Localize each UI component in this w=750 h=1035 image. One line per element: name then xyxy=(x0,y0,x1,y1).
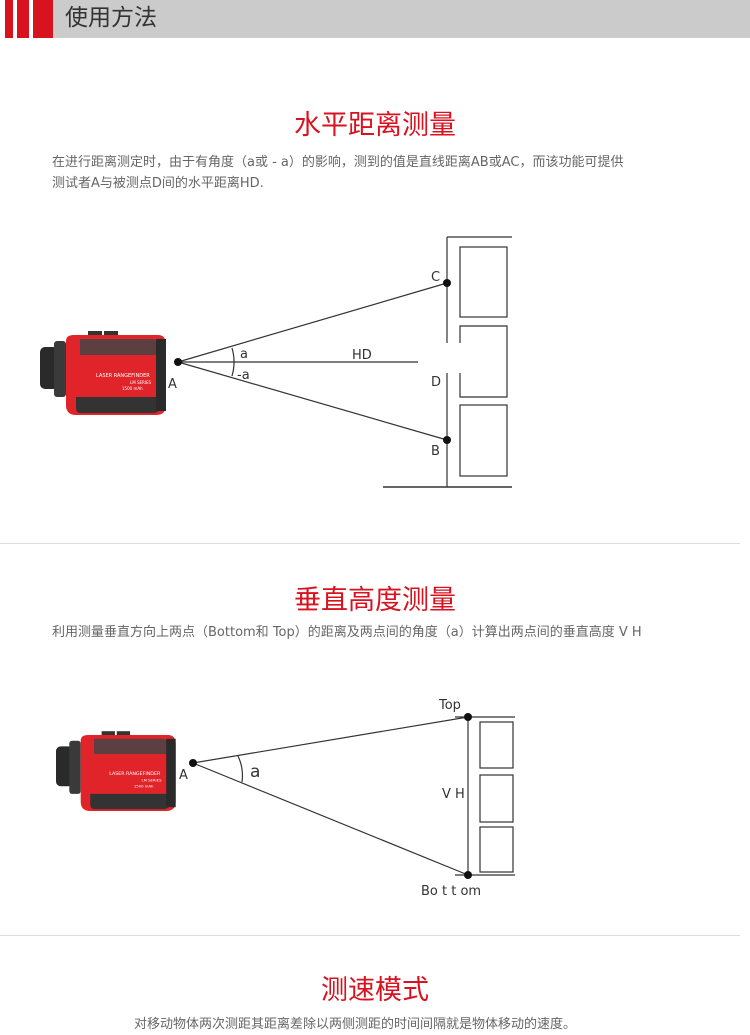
label-vh: V H xyxy=(442,787,465,802)
point-c xyxy=(443,279,451,287)
header-accent-bar xyxy=(33,0,53,38)
point-b xyxy=(443,436,451,444)
section-header: 使用方法 xyxy=(0,0,750,38)
device-series-text: LM SERIES xyxy=(130,380,152,385)
section-title-horizontal: 水平距离测量 xyxy=(294,110,456,141)
device-spec-text: 1500 mAh xyxy=(134,783,154,788)
label-c: C xyxy=(431,270,440,285)
line-ab xyxy=(177,361,448,441)
label-bottom: Bo t t om xyxy=(421,884,481,899)
device-brand-text: LASER RANGEFINDER xyxy=(96,373,150,379)
angle-arc xyxy=(237,755,244,783)
description-line: 测试者A与被测点D间的水平距离HD. xyxy=(52,176,264,191)
window-box xyxy=(459,246,508,318)
section-description: 利用测量垂直方向上两点（Bottom和 Top）的距离及两点间的角度（a）计算出… xyxy=(52,625,642,640)
line-ac xyxy=(177,282,448,363)
point-a xyxy=(174,358,182,366)
label-a: A xyxy=(179,768,188,783)
section-title-vertical: 垂直高度测量 xyxy=(294,585,456,616)
section-title-speed: 测速模式 xyxy=(321,975,429,1006)
divider xyxy=(0,543,740,544)
rangefinder-device-1: LASER RANGEFINDER LM SERIES 1500 mAh xyxy=(40,331,166,415)
window-box xyxy=(479,721,514,769)
window-box xyxy=(459,325,508,398)
label-hd: HD xyxy=(352,348,372,363)
horizontal-diagram xyxy=(177,236,512,488)
point-bottom xyxy=(464,871,472,879)
header-title: 使用方法 xyxy=(65,5,157,31)
line-bottom xyxy=(192,762,469,876)
description-line: 在进行距离测定时，由于有角度（a或 - a）的影响，测到的值是直线距离AB或AC… xyxy=(52,155,624,170)
header-accent-bar xyxy=(5,0,13,38)
label-angle-neg-a: -a xyxy=(237,368,250,383)
window-box xyxy=(479,774,514,823)
point-a xyxy=(189,759,197,767)
section-description: 在进行距离测定时，由于有角度（a或 - a）的影响，测到的值是直线距离AB或AC… xyxy=(52,152,623,194)
angle-arc xyxy=(231,347,235,377)
label-angle-a: a xyxy=(240,347,248,362)
label-top: Top xyxy=(438,698,461,713)
divider xyxy=(0,935,740,936)
device-spec-text: 1500 mAh xyxy=(122,386,143,391)
window-box xyxy=(479,826,514,873)
section-description: 对移动物体两次测距其距离差除以两侧测距的时间间隔就是物体移动的速度。 xyxy=(133,1017,576,1032)
header-accent-bar xyxy=(17,0,29,38)
rangefinder-device-2: LASER RANGEFINDER LM SERIES 1500 mAh xyxy=(56,731,176,811)
vertical-diagram xyxy=(192,716,515,876)
device-brand-text: LASER RANGEFINDER xyxy=(109,771,161,777)
line-top xyxy=(192,716,469,764)
label-a: A xyxy=(168,377,177,392)
label-b: B xyxy=(431,444,440,459)
label-angle-a: a xyxy=(250,762,260,782)
device-series-text: LM SERIES xyxy=(142,778,163,783)
point-top xyxy=(464,713,472,721)
label-d: D xyxy=(431,375,441,390)
window-box xyxy=(459,404,508,477)
header-background xyxy=(53,0,750,38)
